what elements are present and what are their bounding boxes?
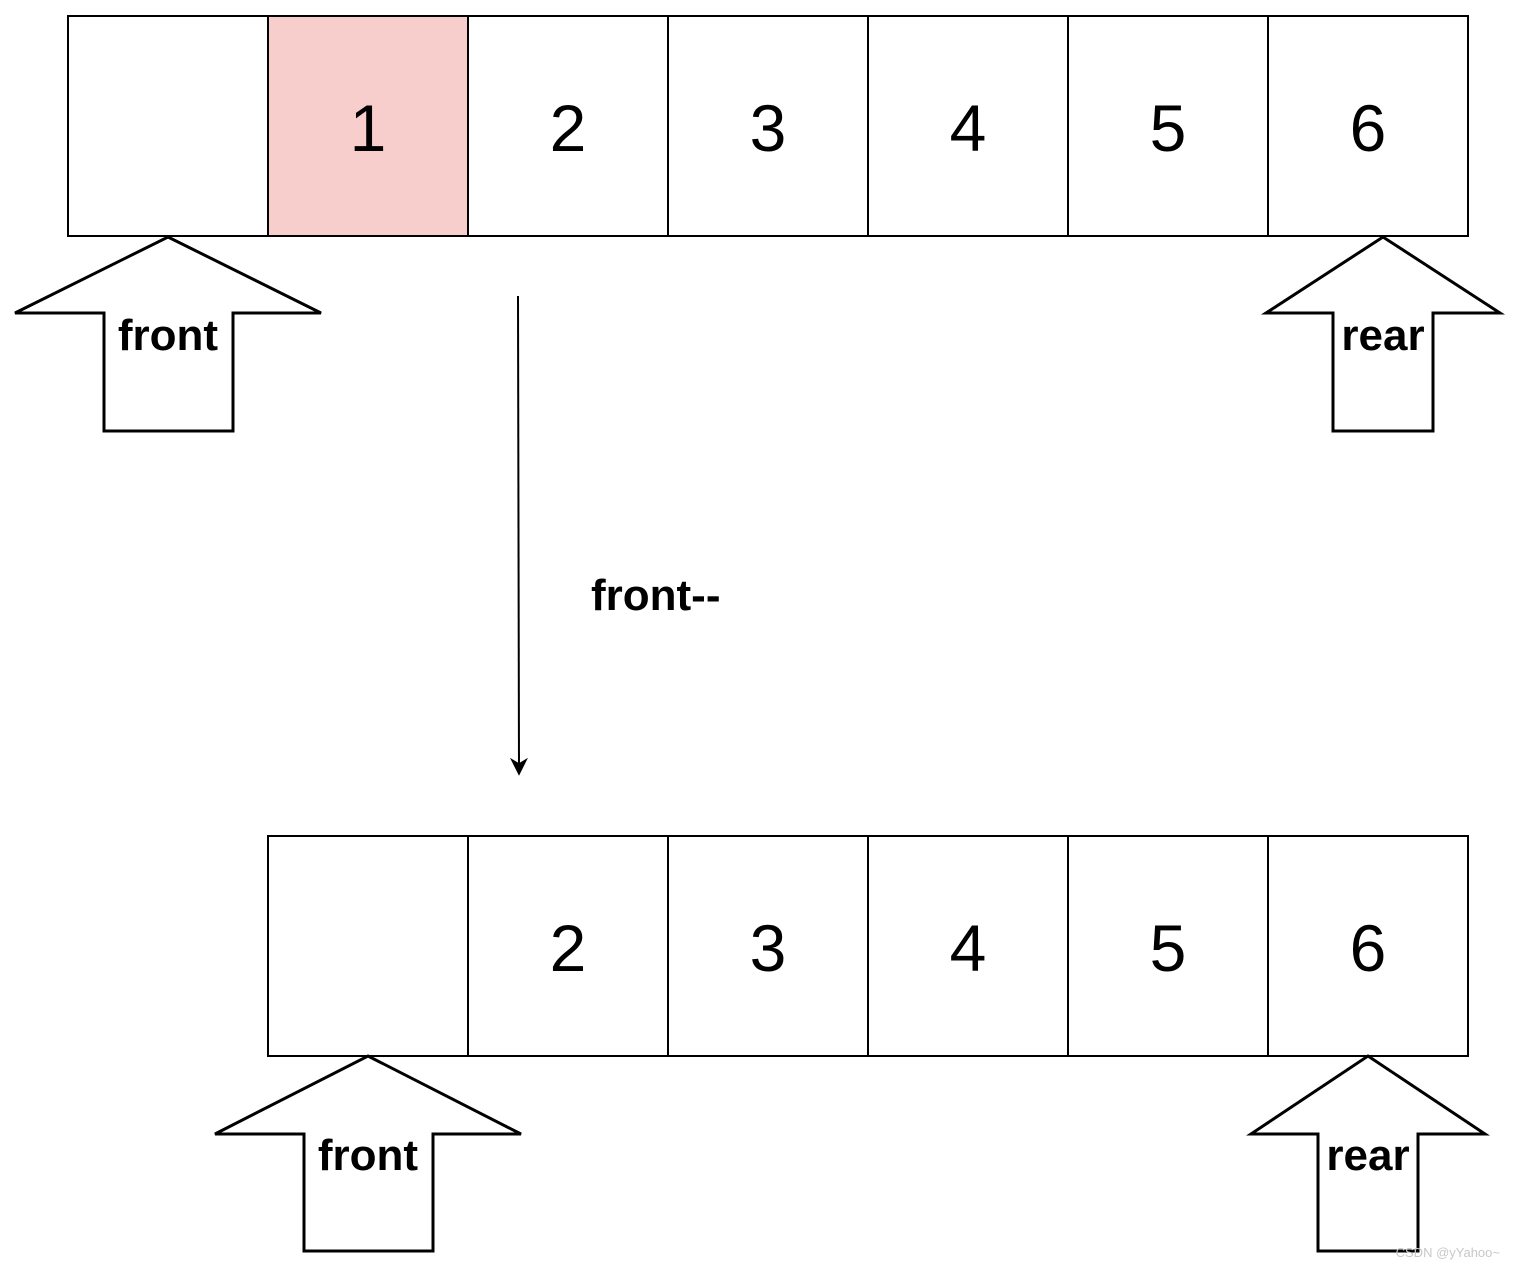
queue-cell xyxy=(867,15,1069,237)
after-queue-array: 2 3 4 5 6 xyxy=(267,835,1469,1057)
queue-cell xyxy=(467,15,669,237)
queue-cell-value: 6 xyxy=(1350,911,1387,985)
queue-cell xyxy=(1067,15,1269,237)
front-pointer-arrow xyxy=(14,235,322,433)
queue-cell-value: 1 xyxy=(350,91,387,165)
queue-cell xyxy=(467,835,669,1057)
before-front-pointer: front xyxy=(14,235,322,433)
queue-cell-value: 5 xyxy=(1150,91,1187,165)
queue-cell-value: 2 xyxy=(550,911,587,985)
front-pointer-arrow xyxy=(214,1054,522,1253)
after-rear-pointer: rear xyxy=(1246,1054,1490,1253)
before-queue-array: 1 2 3 4 5 6 xyxy=(67,15,1469,237)
after-front-pointer: front xyxy=(214,1054,522,1253)
queue-cell xyxy=(1267,835,1469,1057)
queue-cell-value: 3 xyxy=(750,911,787,985)
before-rear-pointer: rear xyxy=(1260,235,1506,433)
queue-cell xyxy=(67,15,269,237)
queue-cell xyxy=(867,835,1069,1057)
rear-pointer-arrow xyxy=(1260,235,1506,433)
queue-cell xyxy=(667,15,869,237)
transition-label: front-- xyxy=(591,571,721,620)
queue-cell-value: 2 xyxy=(550,91,587,165)
watermark: CSDN @yYahoo~ xyxy=(1396,1245,1501,1260)
rear-pointer-label: rear xyxy=(1326,1131,1409,1180)
queue-cell xyxy=(267,15,469,237)
queue-cell-value: 6 xyxy=(1350,91,1387,165)
transition-arrow xyxy=(509,295,528,776)
queue-cell xyxy=(1067,835,1269,1057)
queue-cell-value: 5 xyxy=(1150,911,1187,985)
front-pointer-label: front xyxy=(318,1131,419,1180)
queue-cell xyxy=(1267,15,1469,237)
rear-pointer-label: rear xyxy=(1341,311,1424,360)
front-pointer-label: front xyxy=(118,311,219,360)
queue-cell-value: 4 xyxy=(950,911,987,985)
queue-cell-value: 4 xyxy=(950,91,987,165)
rear-pointer-arrow xyxy=(1246,1054,1490,1253)
queue-cell xyxy=(267,835,469,1057)
queue-cell-value: 3 xyxy=(750,91,787,165)
